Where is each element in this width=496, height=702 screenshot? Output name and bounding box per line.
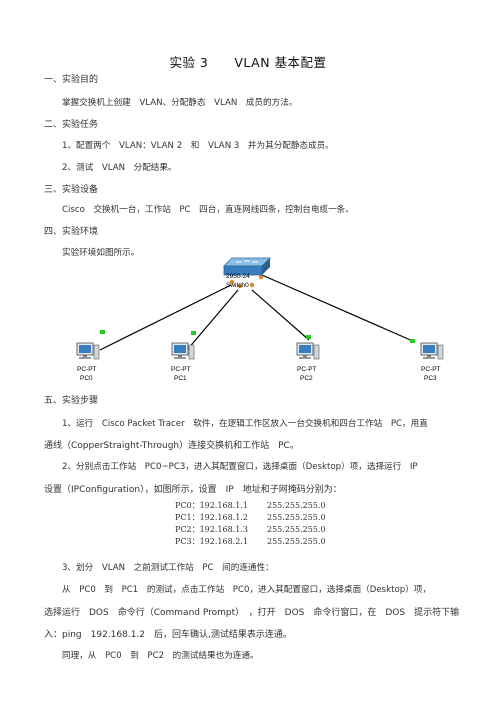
pc0-name-label: PC0 xyxy=(80,375,93,382)
link-pc2 xyxy=(251,289,310,341)
step2-line2: 设置（IPConfiguration），如图所示，设置 IP 地址和子网掩码分别… xyxy=(44,485,342,495)
switch-icon xyxy=(223,257,271,276)
equipment-text: Cisco 交换机一台，工作站 PC 四台，直连网线四条，控制台电缆一条。 xyxy=(62,205,354,215)
link-pc1 xyxy=(186,289,239,351)
pc0-type-label: PC-PT xyxy=(77,366,97,373)
page-title: 实验 3 VLAN 基本配置 xyxy=(169,55,327,70)
section-heading-steps: 五、实验步骤 xyxy=(44,396,99,406)
pc2-type-label: PC-PT xyxy=(297,366,317,373)
step1-line2: 通线（CopperStraight-Through）连接交换机和工作站 PC。 xyxy=(44,441,299,451)
step3-paragraph-line3: 入：ping 192.168.1.2 后，回车确认,测试结果表示连通。 xyxy=(44,630,292,640)
step2-line1: 2、分别点击工作站 PC0~PC3，进入其配置窗口，选择桌面（Desktop）项… xyxy=(62,462,418,472)
task-item-1: 1、配置两个 VLAN：VLAN 2 和 VLAN 3 并为其分配静态成员。 xyxy=(62,141,334,151)
section-heading-objective: 一、实验目的 xyxy=(44,75,99,85)
pc-icon xyxy=(296,342,320,360)
pc-icon xyxy=(171,342,195,360)
objective-text: 掌握交换机上创建 VLAN、分配静态 VLAN 成员的方法。 xyxy=(62,98,298,108)
step3-paragraph-line2: 选择运行 DOS 命令行（Command Prompt） ，打开 DOS 命令行… xyxy=(44,608,460,618)
task-item-2: 2、测试 VLAN 分配结果。 xyxy=(62,163,177,173)
section-heading-equipment: 三、实验设备 xyxy=(44,185,99,195)
switch-port-light xyxy=(258,274,264,280)
pc-icon xyxy=(76,342,100,360)
switch-name-label: Switch0 xyxy=(226,282,249,289)
environment-text: 实验环境如图所示。 xyxy=(62,248,140,258)
pc3-name-label: PC3 xyxy=(424,375,437,382)
pc2-name-label: PC2 xyxy=(300,375,313,382)
section-heading-environment: 四、实验环境 xyxy=(44,227,99,237)
link-pc3 xyxy=(261,274,416,343)
link-pc0 xyxy=(99,284,232,351)
step3-heading: 3、划分 VLAN 之前测试工作站 PC 间的连通性： xyxy=(62,563,274,573)
switch-model-label: 2950-24 xyxy=(226,273,250,280)
section-heading-tasks: 二、实验任务 xyxy=(44,120,99,130)
pc1-name-label: PC1 xyxy=(174,375,187,382)
step3-paragraph-line1: 从 PC0 到 PC1 的测试，点击工作站 PC0，进入其配置窗口，选择桌面（D… xyxy=(62,585,431,595)
step1-line1: 1、运行 Cisco Packet Tracer 软件，在逻辑工作区放入一台交换… xyxy=(62,419,428,429)
pc-port-light xyxy=(100,330,105,334)
step3-paragraph-line4: 同理，从 PC0 到 PC2 的测试结果也为连通。 xyxy=(62,651,259,661)
pc-icon xyxy=(420,342,444,360)
switch-port-light xyxy=(237,283,243,289)
pc-port-light xyxy=(191,331,196,335)
pc1-type-label: PC-PT xyxy=(171,366,191,373)
switch-port-light xyxy=(229,279,235,285)
switch-port-light xyxy=(249,282,255,288)
pc3-type-label: PC-PT xyxy=(421,366,441,373)
pc-port-light xyxy=(410,339,415,343)
pc-port-light xyxy=(306,335,311,339)
